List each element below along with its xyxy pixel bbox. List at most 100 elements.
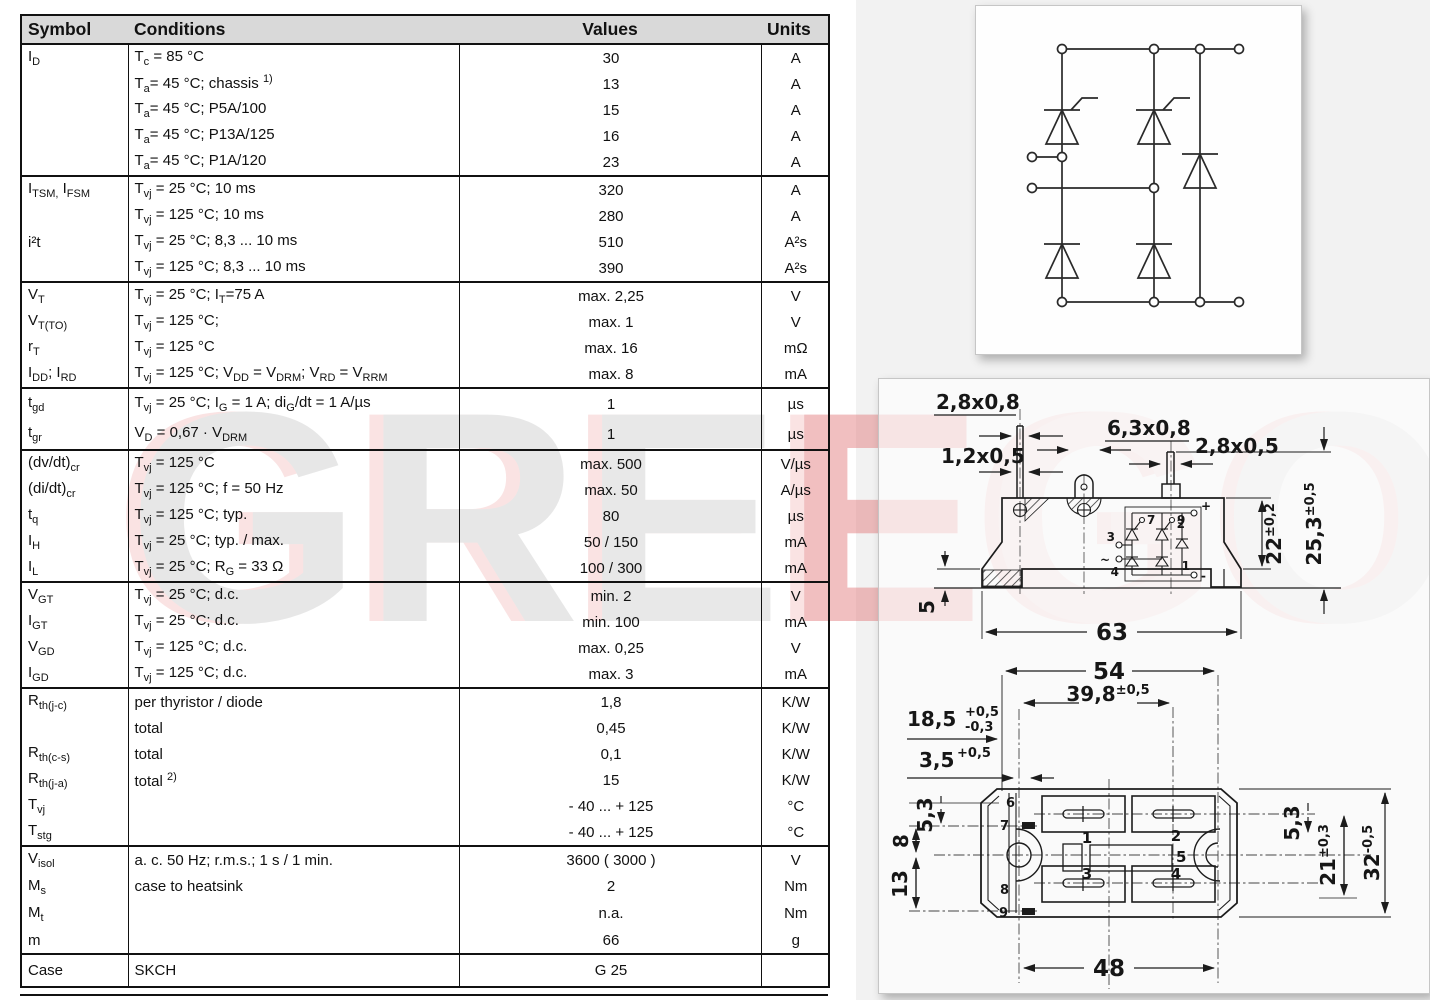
condition-cell: Tvj = 25 °C; d.c. [128,582,460,609]
value-cell: 23 [459,149,762,176]
symbol-cell [21,255,129,282]
center-tab [1074,474,1094,498]
value-cell: 2 [459,873,762,900]
module-body-outline [981,497,1242,588]
unit-cell [761,954,829,987]
terminal-window [1041,795,1126,833]
dim-label: 8 [889,834,913,848]
value-cell: - 40 ... + 125 [459,819,762,846]
symbol-cell: ID [21,44,129,71]
value-cell: max. 0,25 [459,635,762,661]
symbol-cell: Mt [21,900,129,927]
value-cell: min. 100 [459,609,762,635]
value-cell: 1,8 [459,688,762,715]
condition-cell: Tvj = 125 °C; f = 50 Hz [128,477,460,503]
header-units: Units [761,15,829,45]
symbol-cell: IH [21,529,129,555]
value-cell: 80 [459,503,762,529]
condition-cell: Tvj = 125 °C [128,450,460,477]
screw-symbol [1076,502,1092,518]
condition-cell [128,900,460,927]
value-cell: 1 [459,419,762,450]
unit-cell: A/µs [780,481,811,499]
condition-cell: Tvj = 125 °C; VDD = VDRM; VRD = VRRM [128,361,460,388]
condition-cell: Tvj = 25 °C; 8,3 ... 10 ms [128,229,460,255]
unit-cell: K/W [781,771,810,789]
condition-cell [128,819,460,846]
gate-pad [1022,822,1035,829]
value-cell: 320 [459,176,762,203]
unit-cell: mA [784,533,808,551]
condition-cell: Tvj = 125 °C; [128,309,460,335]
terminal-label: 7 [1147,513,1155,527]
value-cell: max. 1 [459,309,762,335]
dim-label: 13 [888,870,912,898]
condition-cell: total [128,715,460,741]
symbol-cell [21,71,129,97]
mechanical-drawing-panel: 7 9 + 2 - 1 3 ~ 4 2,8x0,8 1,2x0,5 6,3x0,… [878,378,1430,994]
value-cell: max. 2,25 [459,282,762,309]
terminal-label: 9 [1177,513,1185,527]
unit-cell: A [790,127,801,145]
dim-label: 3,5 [919,748,954,772]
terminal-node [1148,43,1160,55]
unit-cell: V [790,313,801,331]
side-view: 7 9 + 2 - 1 3 ~ 4 2,8x0,8 1,2x0,5 6,3x0,… [915,390,1341,646]
value-cell: 280 [459,203,762,229]
dim-label: 2,8x0,5 [1195,434,1279,458]
top-view: 54 39,8±0,5 18,5 +0,5 -0,3 3,5 +0,5 [888,659,1391,989]
unit-cell: A [790,101,801,119]
condition-cell: Tvj = 25 °C; IT=75 A [128,282,460,309]
unit-cell: mΩ [783,339,808,357]
unit-cell: µs [787,395,804,413]
terminal-node [1194,43,1206,55]
dim-tolerance: -0,3 [965,720,993,735]
condition-cell: Tvj = 125 °C; d.c. [128,635,460,661]
symbol-cell: (di/dt)cr [21,477,129,503]
symbol-cell: tgd [21,388,129,419]
symbol-cell [21,203,129,229]
symbol-cell: Rth(j-a) [21,767,129,793]
symbol-cell: ITSM, IFSM [21,176,129,203]
unit-cell: V [790,851,801,869]
condition-cell [128,793,460,819]
symbol-cell: VGD [21,635,129,661]
terminal-number: 8 [1000,883,1009,898]
condition-cell: SKCH [128,954,460,987]
mounting-hole-left [1006,842,1032,868]
symbol-cell: m [21,927,129,954]
minus-label: - [1201,569,1206,583]
value-cell: 0,45 [459,715,762,741]
unit-cell: K/W [781,745,810,763]
symbol-cell: VT(TO) [21,309,129,335]
terminal-node [1148,296,1160,308]
unit-cell: V [790,587,801,605]
value-cell: max. 50 [459,477,762,503]
terminal-node [1056,151,1068,163]
dim-label: 48 [1093,956,1125,982]
unit-cell: V [790,287,801,305]
diode-symbol [1136,242,1172,279]
